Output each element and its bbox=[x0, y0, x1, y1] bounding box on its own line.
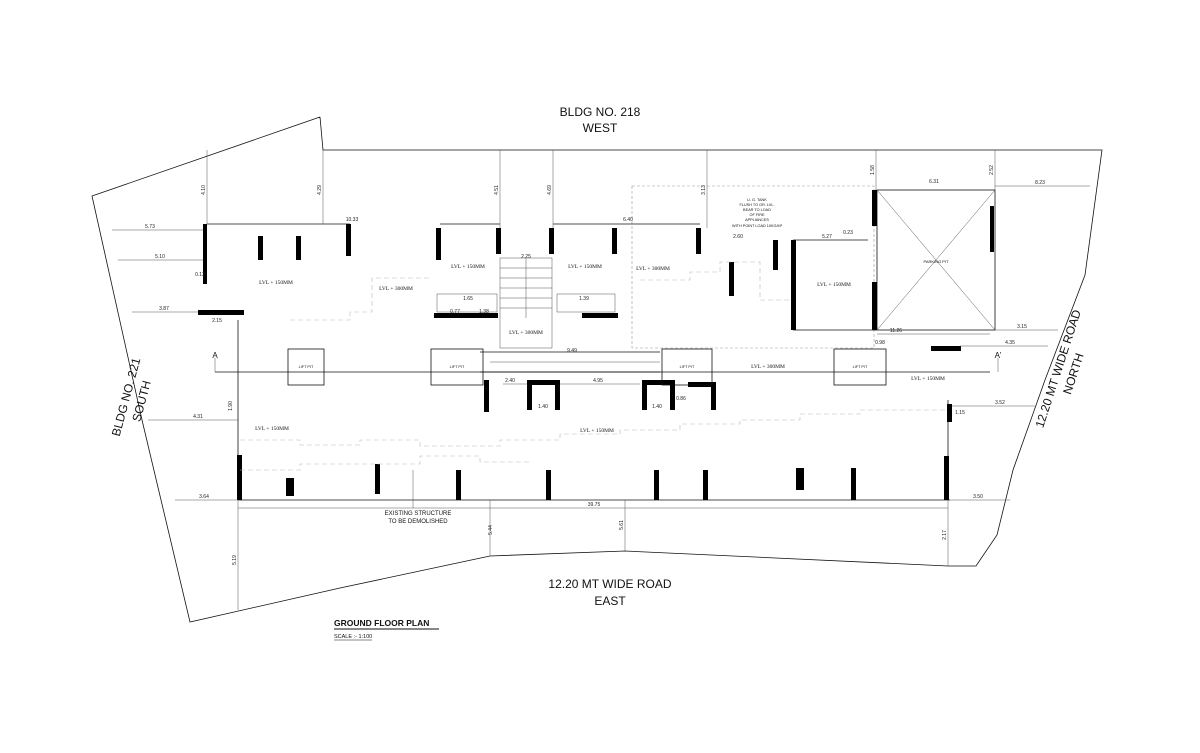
svg-text:LVL + 300MM: LVL + 300MM bbox=[636, 266, 670, 272]
svg-text:3.87: 3.87 bbox=[159, 306, 169, 312]
svg-text:8.23: 8.23 bbox=[1035, 180, 1045, 186]
svg-text:3.64: 3.64 bbox=[199, 494, 209, 500]
demolish-note-line2: TO BE DEMOLISHED bbox=[388, 519, 448, 525]
svg-text:4.95: 4.95 bbox=[593, 378, 603, 384]
svg-text:1.15: 1.15 bbox=[955, 410, 965, 416]
lift-pits bbox=[287, 348, 887, 386]
svg-text:LVL + 150MM: LVL + 150MM bbox=[255, 426, 289, 432]
svg-text:LVL + 300MM: LVL + 300MM bbox=[751, 364, 785, 370]
svg-text:5.44: 5.44 bbox=[488, 525, 494, 535]
svg-text:0.77: 0.77 bbox=[450, 309, 460, 315]
staircase bbox=[436, 257, 616, 349]
plan-title: GROUND FLOOR PLAN bbox=[334, 618, 429, 628]
svg-text:3.13: 3.13 bbox=[701, 185, 707, 195]
svg-text:LVL + 150MM: LVL + 150MM bbox=[911, 376, 945, 382]
svg-text:3.52: 3.52 bbox=[995, 400, 1005, 406]
svg-text:0.12: 0.12 bbox=[195, 272, 205, 278]
svg-text:LVL + 150MM: LVL + 150MM bbox=[259, 280, 293, 286]
svg-text:11.26: 11.26 bbox=[890, 328, 902, 334]
svg-text:0.23: 0.23 bbox=[843, 230, 853, 236]
west-boundary-direction: WEST bbox=[583, 121, 618, 135]
svg-text:10.33: 10.33 bbox=[346, 217, 359, 223]
svg-text:2.15: 2.15 bbox=[212, 318, 222, 324]
lift-pit-label-3: LIFT PIT bbox=[680, 365, 695, 369]
svg-text:1.90: 1.90 bbox=[228, 401, 234, 411]
parking-pit bbox=[872, 189, 996, 331]
svg-text:1.38: 1.38 bbox=[479, 309, 489, 315]
parking-pit-label: PARKING PIT bbox=[923, 259, 949, 264]
dimension-lines bbox=[112, 150, 1090, 610]
svg-text:FLUSH TO GR. LVL.: FLUSH TO GR. LVL. bbox=[739, 203, 774, 207]
level-labels: LVL + 150MM LVL + 300MM LVL + 150MM LVL … bbox=[255, 264, 945, 434]
svg-text:U. G. TANK: U. G. TANK bbox=[747, 198, 767, 202]
svg-text:2.17: 2.17 bbox=[942, 530, 948, 540]
east-boundary-name: 12.20 MT WIDE ROAD bbox=[548, 577, 671, 591]
svg-text:OF FIRE: OF FIRE bbox=[750, 213, 765, 217]
ug-tank-note: U. G. TANK FLUSH TO GR. LVL. BEAR TO LOA… bbox=[732, 198, 783, 228]
plan-scale: SCALE :- 1:100 bbox=[334, 634, 372, 640]
level-lines bbox=[240, 261, 948, 471]
svg-text:5.19: 5.19 bbox=[232, 555, 238, 565]
svg-text:4.31: 4.31 bbox=[193, 414, 203, 420]
svg-text:0.86: 0.86 bbox=[676, 396, 686, 402]
demolish-note-line1: EXISTING STRUCTURE bbox=[385, 511, 452, 517]
svg-text:LVL + 300MM: LVL + 300MM bbox=[379, 286, 413, 292]
svg-text:4.51: 4.51 bbox=[494, 185, 500, 195]
svg-text:2.52: 2.52 bbox=[989, 165, 995, 175]
svg-text:2.25: 2.25 bbox=[521, 254, 531, 260]
structural-walls bbox=[198, 224, 961, 500]
building-outline bbox=[207, 223, 990, 501]
svg-text:4.35: 4.35 bbox=[1005, 340, 1015, 346]
svg-text:LVL + 150MM: LVL + 150MM bbox=[568, 264, 602, 270]
svg-text:0.98: 0.98 bbox=[875, 340, 885, 346]
ug-tank-zone bbox=[631, 185, 875, 349]
section-mark-left: A bbox=[212, 351, 218, 360]
svg-text:LVL + 150MM: LVL + 150MM bbox=[451, 264, 485, 270]
lift-pit-label-2: LIFT PIT bbox=[450, 365, 465, 369]
svg-text:BEAR TO LOAD: BEAR TO LOAD bbox=[743, 208, 771, 212]
svg-text:1.65: 1.65 bbox=[463, 296, 473, 302]
svg-text:1.58: 1.58 bbox=[870, 165, 876, 175]
section-mark-right: A' bbox=[995, 351, 1002, 360]
svg-text:2.40: 2.40 bbox=[505, 378, 515, 384]
svg-text:3.15: 3.15 bbox=[1017, 324, 1027, 330]
svg-text:1.40: 1.40 bbox=[652, 404, 662, 410]
svg-text:5.73: 5.73 bbox=[145, 224, 155, 230]
svg-text:5.61: 5.61 bbox=[619, 520, 625, 530]
svg-text:APPLIANCES: APPLIANCES bbox=[745, 218, 769, 222]
svg-text:1.39: 1.39 bbox=[579, 296, 589, 302]
lift-pit-label-1: LIFT PIT bbox=[299, 365, 314, 369]
svg-text:LVL + 150MM: LVL + 150MM bbox=[817, 282, 851, 288]
svg-text:3.50: 3.50 bbox=[973, 494, 983, 500]
svg-text:6.40: 6.40 bbox=[623, 217, 633, 223]
svg-text:5.27: 5.27 bbox=[822, 234, 832, 240]
plot-boundary bbox=[91, 116, 1103, 623]
svg-text:39.75: 39.75 bbox=[588, 502, 601, 508]
svg-text:4.29: 4.29 bbox=[317, 185, 323, 195]
svg-text:1.40: 1.40 bbox=[538, 404, 548, 410]
svg-text:4.10: 4.10 bbox=[201, 185, 207, 195]
svg-text:4.69: 4.69 bbox=[547, 185, 553, 195]
west-boundary-name: BLDG NO. 218 bbox=[560, 105, 641, 119]
svg-text:2.60: 2.60 bbox=[733, 234, 743, 240]
svg-text:6.31: 6.31 bbox=[929, 179, 939, 185]
lift-pit-label-4: LIFT PIT bbox=[853, 365, 868, 369]
east-boundary-direction: EAST bbox=[594, 594, 626, 608]
vertical-dimension-texts: 4.10 4.29 4.51 4.69 3.13 1.58 2.52 5.44 … bbox=[201, 165, 995, 565]
svg-text:5.10: 5.10 bbox=[155, 254, 165, 260]
svg-text:9.49: 9.49 bbox=[567, 348, 577, 354]
dimension-texts: 5.73 5.10 3.87 2.15 4.31 3.64 10.33 6.40… bbox=[145, 179, 1045, 508]
svg-text:LVL + 150MM: LVL + 150MM bbox=[580, 428, 614, 434]
svg-text:LVL + 300MM: LVL + 300MM bbox=[509, 330, 543, 336]
svg-text:WITH POINT LOAD 10KG/M²: WITH POINT LOAD 10KG/M² bbox=[732, 224, 783, 228]
